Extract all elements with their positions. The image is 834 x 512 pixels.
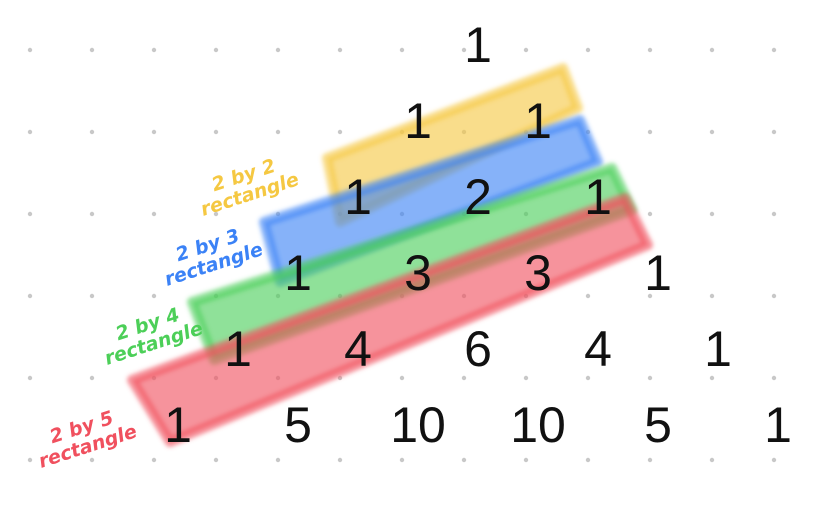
grid-dot <box>585 375 591 381</box>
pascal-entry-r3-c0: 1 <box>284 245 312 301</box>
grid-dot <box>585 293 591 299</box>
grid-dot <box>337 47 343 53</box>
pascal-entry-r3-c1: 3 <box>404 245 432 301</box>
grid-dot <box>27 129 33 135</box>
grid-dot <box>771 457 777 463</box>
grid-dot <box>709 293 715 299</box>
grid-dot <box>151 129 157 135</box>
grid-dot <box>461 457 467 463</box>
pascal-entry-r4-c3: 4 <box>584 321 612 377</box>
grid-dot <box>27 47 33 53</box>
grid-dot <box>771 47 777 53</box>
grid-dot <box>89 47 95 53</box>
grid-dot <box>275 457 281 463</box>
grid-dot <box>399 47 405 53</box>
highlight-bands <box>127 63 653 447</box>
pascal-entry-r4-c4: 1 <box>704 321 732 377</box>
pascal-entry-r3-c2: 3 <box>524 245 552 301</box>
pascal-entry-r2-c1: 2 <box>464 169 492 225</box>
pascal-entry-r5-c5: 1 <box>764 397 792 453</box>
grid-dot <box>647 47 653 53</box>
grid-dot <box>399 457 405 463</box>
grid-dot <box>585 457 591 463</box>
grid-dot <box>523 457 529 463</box>
grid-dot <box>647 211 653 217</box>
pascal-entry-r0-c0: 1 <box>464 17 492 73</box>
grid-dot <box>89 457 95 463</box>
pascal-entry-r2-c2: 1 <box>584 169 612 225</box>
grid-dot <box>523 375 529 381</box>
blue-2-by-3-band <box>259 115 603 287</box>
pascal-entry-r3-c3: 1 <box>644 245 672 301</box>
pascal-entry-r5-c2: 10 <box>390 397 446 453</box>
grid-dot <box>709 457 715 463</box>
grid-dot <box>213 129 219 135</box>
grid-dot <box>709 47 715 53</box>
grid-dot <box>89 211 95 217</box>
grid-dot <box>27 375 33 381</box>
grid-dot <box>771 211 777 217</box>
pascal-entry-r5-c0: 1 <box>164 397 192 453</box>
grid-dot <box>213 457 219 463</box>
grid-dot <box>337 129 343 135</box>
grid-dot <box>647 375 653 381</box>
grid-dot <box>771 375 777 381</box>
grid-dot <box>213 47 219 53</box>
grid-dot <box>275 129 281 135</box>
pascal-entry-r1-c1: 1 <box>524 93 552 149</box>
grid-dot <box>213 211 219 217</box>
grid-dot <box>151 211 157 217</box>
grid-dot <box>27 293 33 299</box>
grid-dot <box>275 47 281 53</box>
grid-dot <box>709 375 715 381</box>
grid-dot <box>461 47 467 53</box>
pascal-entry-r5-c1: 5 <box>284 397 312 453</box>
pascal-entry-r4-c1: 4 <box>344 321 372 377</box>
grid-dot <box>89 129 95 135</box>
grid-dot <box>151 293 157 299</box>
pascal-entry-r2-c0: 1 <box>344 169 372 225</box>
grid-dot <box>709 211 715 217</box>
grid-dot <box>771 129 777 135</box>
grid-dot <box>709 129 715 135</box>
grid-dot <box>151 457 157 463</box>
pascal-entry-r5-c4: 5 <box>644 397 672 453</box>
grid-dot <box>399 375 405 381</box>
red-2-by-5-band <box>127 193 653 447</box>
grid-dot <box>461 375 467 381</box>
grid-dot <box>647 457 653 463</box>
grid-dot <box>89 293 95 299</box>
grid-dot <box>647 293 653 299</box>
grid-dot <box>89 375 95 381</box>
grid-dot <box>585 47 591 53</box>
grid-dot <box>523 47 529 53</box>
grid-dot <box>647 129 653 135</box>
grid-dot <box>337 457 343 463</box>
grid-dot <box>151 47 157 53</box>
pascal-entry-r4-c2: 6 <box>464 321 492 377</box>
grid-dot <box>771 293 777 299</box>
pascal-entry-r4-c0: 1 <box>224 321 252 377</box>
pascal-entry-r5-c3: 10 <box>510 397 566 453</box>
pascal-entry-r1-c0: 1 <box>404 93 432 149</box>
grid-dot <box>27 211 33 217</box>
grid-dot <box>27 457 33 463</box>
